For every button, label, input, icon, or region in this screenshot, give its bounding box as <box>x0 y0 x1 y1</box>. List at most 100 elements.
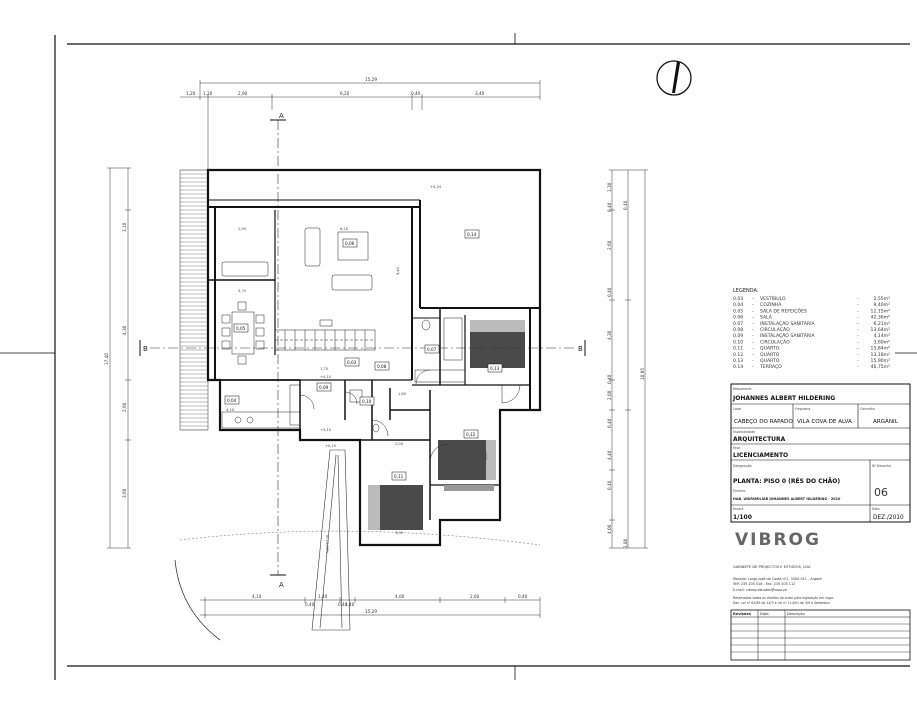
legend-title: LEGENDA: <box>733 288 759 294</box>
svg-text:0,40: 0,40 <box>607 287 612 297</box>
legend-dash: - <box>752 365 754 370</box>
legend-row-text: 46,75m² <box>871 364 891 370</box>
legend-row-text: 0.07 <box>733 321 743 327</box>
svg-text:Concelho: Concelho <box>860 407 875 411</box>
legend-dash: - <box>752 303 754 308</box>
legend-row-text: INSTALAÇÃO SANITÁRIA <box>760 332 815 339</box>
title-block <box>730 383 911 661</box>
svg-text:0,14: 0,14 <box>467 232 477 237</box>
svg-text:17,40: 17,40 <box>104 353 109 365</box>
svg-text:3,40: 3,40 <box>475 91 485 96</box>
svg-text:Especialidade: Especialidade <box>733 430 755 434</box>
svg-text:Freguesia: Freguesia <box>795 407 810 411</box>
sheet-frame <box>0 33 917 680</box>
svg-text:Fase: Fase <box>733 446 740 450</box>
svg-text:2,90: 2,90 <box>238 91 248 96</box>
legend-rows: 0.03-VESTÍBULO-2,55m²0.04-COZINHA-9,40m²… <box>733 295 890 370</box>
legend-row-text: 0.09 <box>733 333 743 339</box>
svg-text:Morada: Largo José da Costa nº: Morada: Largo José da Costa nº1, 3300-01… <box>733 577 822 581</box>
legend-row-text: CIRCULAÇÃO <box>760 326 790 333</box>
svg-text:Local: Local <box>733 407 741 411</box>
svg-text:2,60: 2,60 <box>470 594 480 599</box>
legend-row-text: COZINHA <box>760 302 782 308</box>
svg-text:Dec. Lei nº 63/85 de 14/3 e Le: Dec. Lei nº 63/85 de 14/3 e Lei nº 114/9… <box>733 601 830 605</box>
svg-text:0,12: 0,12 <box>466 432 476 437</box>
dims-right: 1,30 0,40 2,60 0,40 4,30 0,40 2,00 0,40 … <box>607 182 645 548</box>
svg-text:0,04: 0,04 <box>227 398 237 403</box>
legend-dash: - <box>857 347 859 352</box>
legend-row-text: 42,36m² <box>871 315 891 321</box>
svg-text:0,13: 0,13 <box>490 366 500 371</box>
svg-text:+0,10: +0,10 <box>320 375 332 379</box>
svg-text:1,80: 1,80 <box>623 538 628 548</box>
svg-text:1,30: 1,30 <box>607 182 612 192</box>
legend-row-text: 15,90m² <box>871 358 891 364</box>
svg-text:2,90: 2,90 <box>238 227 247 231</box>
dimension-lines <box>107 80 648 618</box>
svg-text:1,80: 1,80 <box>398 392 407 396</box>
beds <box>368 320 525 530</box>
svg-text:0,08: 0,08 <box>377 364 387 369</box>
legend-row-text: 0.03 <box>733 296 743 302</box>
svg-text:10,95: 10,95 <box>640 368 645 380</box>
svg-text:2,60: 2,60 <box>607 240 612 250</box>
requerente-value: JOHANNES ALBERT HILDERING <box>732 395 835 402</box>
legend-row-text: 0.14 <box>733 364 743 370</box>
legend-dash: - <box>752 309 754 314</box>
svg-text:HAB. UNIFAMILIAR JOHANNES ALBE: HAB. UNIFAMILIAR JOHANNES ALBERT HILDERI… <box>733 497 841 501</box>
legend-dash: - <box>752 340 754 345</box>
legend-row-text: 0.06 <box>733 315 743 321</box>
legend-row-text: SALA <box>760 315 773 321</box>
legend-row-text: INSTALAÇÃO SANITÁRIA <box>760 320 815 327</box>
exterior-steps <box>179 169 209 431</box>
walls <box>206 168 542 547</box>
legend-row-text: 4,14m² <box>873 333 890 339</box>
svg-text:1,20: 1,20 <box>203 91 213 96</box>
svg-text:E-mail: vibrog.estudos@sapo.pt: E-mail: vibrog.estudos@sapo.pt <box>733 588 788 592</box>
svg-text:4,10: 4,10 <box>226 408 235 412</box>
legend-dash: - <box>752 316 754 321</box>
dims-bottom: 4,10 0,40 1,40 0,40 1,40 4,00 2,60 0,40 … <box>252 594 528 614</box>
legend-dash: - <box>857 316 859 321</box>
svg-text:4,00: 4,00 <box>395 594 405 599</box>
svg-text:0,03: 0,03 <box>347 360 357 365</box>
ramp-label: m 15,00% <box>325 535 329 554</box>
svg-text:2,60: 2,60 <box>122 402 127 412</box>
legend-row-text: 12,15m² <box>871 308 891 314</box>
svg-text:0,05: 0,05 <box>236 326 246 331</box>
svg-text:4,40: 4,40 <box>396 266 400 275</box>
legend-dash: - <box>752 322 754 327</box>
svg-text:0,40: 0,40 <box>607 418 612 428</box>
svg-text:4,30: 4,30 <box>607 330 612 340</box>
svg-text:1/100: 1/100 <box>733 514 752 521</box>
svg-text:Escala: Escala <box>733 507 743 511</box>
section-lines <box>150 120 575 575</box>
svg-text:3,00: 3,00 <box>395 531 404 535</box>
svg-text:Data: Data <box>760 612 769 616</box>
legend-row-text: QUARTO <box>760 358 780 364</box>
legend-dash: - <box>857 340 859 345</box>
company-logo: VIBROG <box>735 530 821 550</box>
legend-row-text: QUARTO <box>760 352 780 358</box>
svg-text:2,00: 2,00 <box>607 390 612 400</box>
svg-text:2,00: 2,00 <box>395 442 404 446</box>
svg-text:0,40: 0,40 <box>607 480 612 490</box>
svg-text:Designação: Designação <box>733 464 752 468</box>
svg-text:+0,10: +0,10 <box>320 428 332 432</box>
legend-row-text: 13,18m² <box>871 352 891 358</box>
legend-row-text: 0.11 <box>733 346 743 352</box>
svg-text:0,40: 0,40 <box>305 602 315 607</box>
legend-dash: - <box>857 322 859 327</box>
legend-row-text: 6,21m² <box>873 321 890 327</box>
legend-dash: - <box>857 365 859 370</box>
spot-levels: +0,24 +0,10 +0,10 +0,10 <box>320 185 442 448</box>
svg-text:0,09: 0,09 <box>319 385 329 390</box>
furniture <box>221 227 466 433</box>
legend-row-text: 13,64m² <box>871 327 891 333</box>
svg-text:4,10: 4,10 <box>252 594 262 599</box>
svg-text:0,40: 0,40 <box>518 594 528 599</box>
svg-text:3,60: 3,60 <box>122 488 127 498</box>
svg-text:3,70: 3,70 <box>238 289 247 293</box>
drawing-number: 06 <box>874 486 888 499</box>
